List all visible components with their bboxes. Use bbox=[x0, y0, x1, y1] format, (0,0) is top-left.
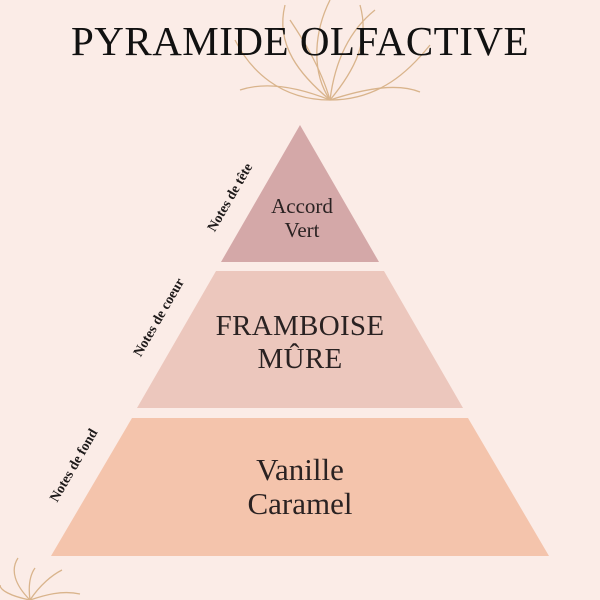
tier-bottom-line-1: Vanille bbox=[256, 452, 344, 487]
page-title: PYRAMIDE OLFACTIVE bbox=[70, 18, 530, 64]
tier-top-notes: Accord Vert bbox=[222, 194, 382, 242]
tier-middle-notes: FRAMBOISE MÛRE bbox=[160, 310, 440, 376]
tier-bottom-notes: Vanille Caramel bbox=[160, 453, 440, 521]
tier-middle-line-2: MÛRE bbox=[257, 343, 343, 375]
tier-middle-line-1: FRAMBOISE bbox=[215, 310, 385, 342]
tier-top-line-2: Vert bbox=[284, 218, 320, 242]
lotus-flower-icon bbox=[0, 557, 81, 600]
lotus-flower-icon bbox=[234, 0, 431, 101]
tier-top-shape bbox=[221, 125, 379, 262]
tier-bottom-line-2: Caramel bbox=[247, 486, 353, 521]
tier-bottom-shape bbox=[51, 418, 549, 556]
tier-middle-shape bbox=[137, 271, 463, 408]
tier-top-line-1: Accord bbox=[271, 194, 333, 218]
